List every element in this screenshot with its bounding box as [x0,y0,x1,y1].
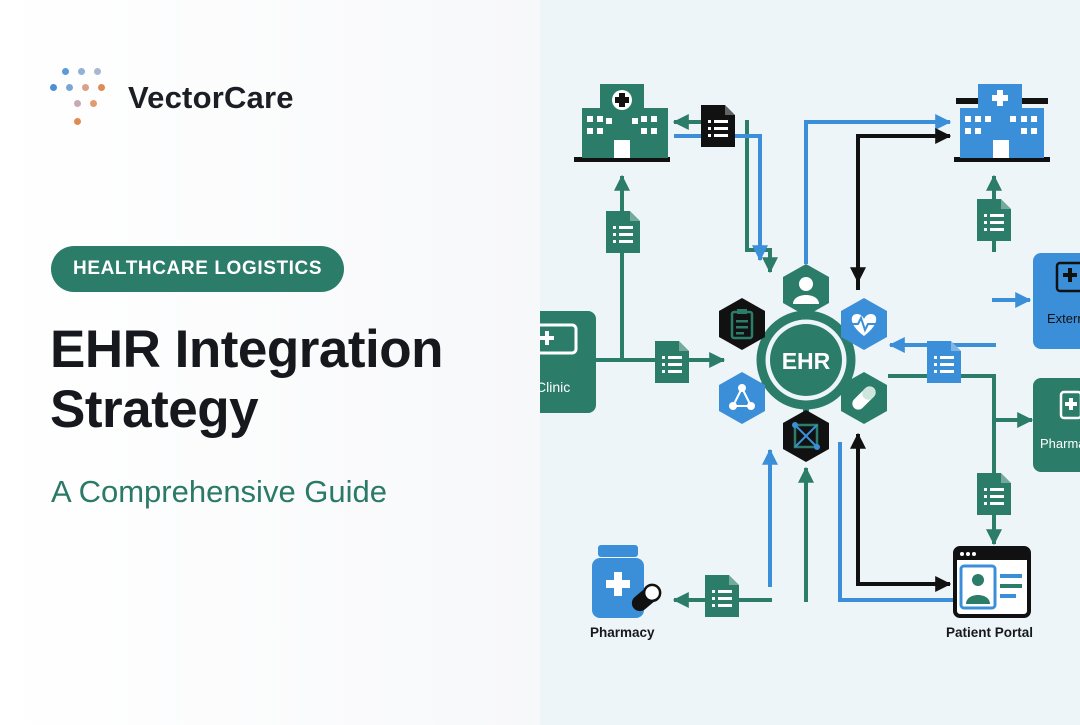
pharmacy-bottle-icon[interactable] [592,545,663,618]
brand-logo[interactable]: VectorCare [50,66,294,130]
document-icon [701,105,735,147]
patient-portal-icon[interactable] [953,546,1031,618]
heart-rate-hex-icon [841,298,887,350]
clipboard-hex-icon [719,298,765,350]
logo-dots-icon [50,66,114,130]
patient-portal-label: Patient Portal [946,625,1033,640]
network-hex-icon [719,372,765,424]
brand-name: VectorCare [128,80,294,115]
clinic-node[interactable]: Clinic [540,311,596,413]
pharmacy-platform-label: Pharmacy platform [1040,436,1080,451]
document-icon [977,199,1011,241]
clinic-label: Clinic [540,379,570,395]
diagram-panel: Clinic External clinic Pharmacy platform… [540,0,1080,725]
page-subtitle: A Comprehensive Guide [51,474,388,509]
ehr-hub-label: EHR [782,348,831,374]
category-tag: HEALTHCARE LOGISTICS [51,246,345,292]
ehr-hub[interactable]: EHR [756,305,856,415]
pharmacy-platform-node[interactable]: Pharmacy platform [1033,378,1080,472]
document-icon [705,575,739,617]
data-grid-hex-icon [783,410,829,462]
hospital-right-icon [954,84,1050,162]
document-icon [927,341,961,383]
external-clinic-label: External clinic [1047,311,1080,326]
pill-hex-icon [841,372,887,424]
hospital-left-icon [574,84,670,162]
link-black-portal [856,438,952,592]
link-black-top [856,128,952,290]
left-panel: VectorCare HEALTHCARE LOGISTICS EHR Inte… [0,0,540,725]
pharmacy-label: Pharmacy [590,625,655,640]
document-icon [977,473,1011,515]
document-icon [606,211,640,253]
external-clinic-node[interactable]: External clinic [1033,253,1080,349]
link-ehr-hospital-right [804,114,952,264]
page-title: EHR Integration Strategy [50,320,443,439]
patient-hex-icon [783,264,829,316]
document-icon [655,341,689,383]
ehr-integration-diagram: Clinic External clinic Pharmacy platform… [540,84,1080,640]
